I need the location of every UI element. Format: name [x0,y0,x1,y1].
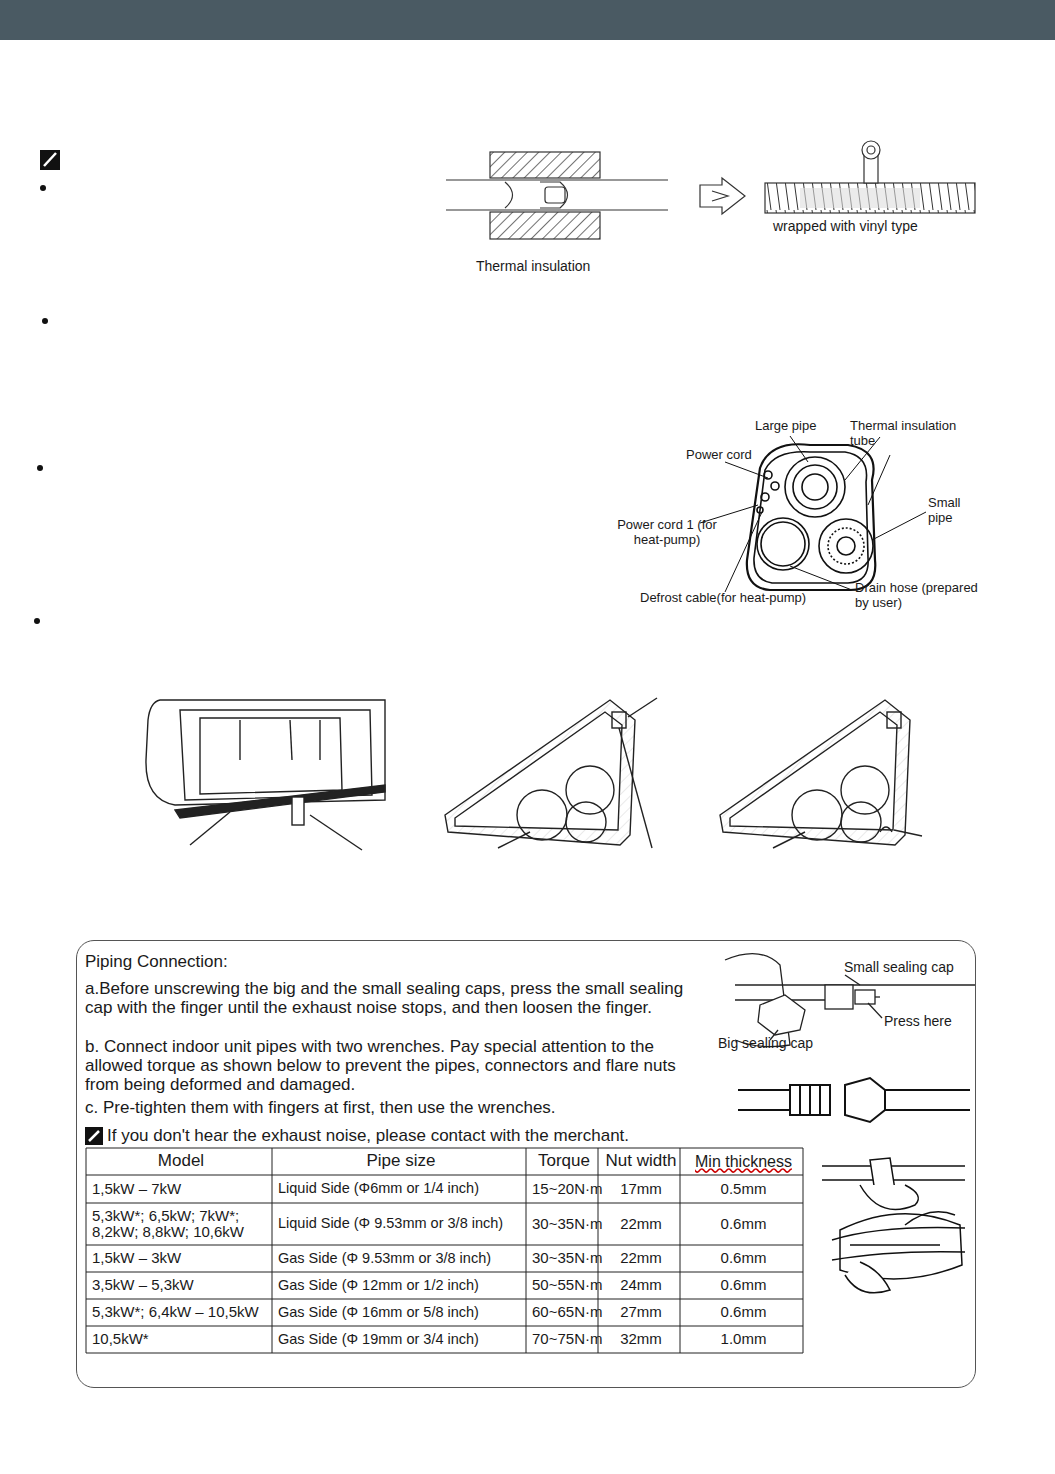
valve-figure [725,954,975,1047]
part-label: Big sealing cap [718,1036,838,1052]
table-cell: 30~35N·m [532,1203,596,1245]
table-cell: 17mm [604,1175,678,1203]
note-icon [85,1127,103,1145]
table-cell: 22mm [604,1203,678,1245]
figure-caption: Thermal insulation [476,259,626,275]
table-cell: 5,3kW*; 6,4kW – 10,5kW [92,1299,270,1326]
table-header: Nut width [604,1148,678,1175]
instruction-text: If you don't hear the exhaust noise, ple… [107,1126,747,1145]
table-cell: 50~55N·m [532,1272,596,1299]
torque-table-grid [86,1148,803,1353]
table-cell: 1.0mm [686,1326,801,1353]
table-cell: Liquid Side (Φ 9.53mm or 3/8 inch) [278,1203,524,1245]
table-cell: Gas Side (Φ 9.53mm or 3/8 inch) [278,1245,524,1272]
instruction-text: b. Connect indoor unit pipes with two wr… [85,1037,683,1094]
bullets [34,185,48,624]
part-label: Small sealing cap [844,960,974,976]
table-header: Pipe size [278,1148,524,1175]
table-cell: 32mm [604,1326,678,1353]
table-cell: 1,5kW – 3kW [92,1245,270,1272]
table-cell: 3,5kW – 5,3kW [92,1272,270,1299]
flare-nut-figure [738,1078,970,1122]
part-label: Press here [884,1014,974,1030]
instruction-text: a.Before unscrewing the big and the smal… [85,979,713,1017]
unit-sections [445,698,922,848]
table-cell: 27mm [604,1299,678,1326]
table-cell: 30~35N·m [532,1245,596,1272]
table-cell: Gas Side (Φ 19mm or 3/4 inch) [278,1326,524,1353]
part-label: Defrost cable(for heat-pump) [640,591,840,606]
part-label: Large pipe [755,419,845,434]
table-cell: 1,5kW – 7kW [92,1175,270,1203]
table-cell: 15~20N·m [532,1175,596,1203]
table-cell: 0.5mm [686,1175,801,1203]
note-icon [40,150,60,170]
table-cell: 0.6mm [686,1245,801,1272]
table-header: Model [92,1148,270,1175]
table-cell: 5,3kW*; 6,5kW; 7kW*; 8,2kW; 8,8kW; 10,6k… [92,1203,270,1245]
panel-heading: Piping Connection: [85,952,485,971]
insulation-figure [446,141,975,239]
part-label: Drain hose (prepared by user) [855,581,980,610]
table-cell: 0.6mm [686,1299,801,1326]
table-cell: Liquid Side (Φ6mm or 1/4 inch) [278,1175,524,1203]
figure-caption: wrapped with vinyl type [773,219,953,235]
part-label: Small pipe [928,496,978,525]
part-label: Power cord 1 (for heat-pump) [612,518,722,547]
table-cell: 0.6mm [686,1272,801,1299]
part-label: Power cord [686,448,776,463]
table-cell: 22mm [604,1245,678,1272]
table-header: Torque [532,1148,596,1175]
table-cell: Gas Side (Φ 16mm or 5/8 inch) [278,1299,524,1326]
part-label: Thermal insulation tube [850,419,970,448]
table-cell: 10,5kW* [92,1326,270,1353]
header-bar [0,0,1055,40]
hand-tightening-figure [822,1158,965,1293]
indoor-unit [146,700,385,850]
table-cell: 70~75N·m [532,1326,596,1353]
table-cell: 60~65N·m [532,1299,596,1326]
table-header: Min thickness [686,1148,801,1175]
table-cell: 24mm [604,1272,678,1299]
table-cell: Gas Side (Φ 12mm or 1/2 inch) [278,1272,524,1299]
instruction-text: c. Pre-tighten them with fingers at firs… [85,1098,725,1117]
table-cell: 0.6mm [686,1203,801,1245]
piping-panel: Piping Connection: a.Before unscrewing th… [76,940,976,1388]
